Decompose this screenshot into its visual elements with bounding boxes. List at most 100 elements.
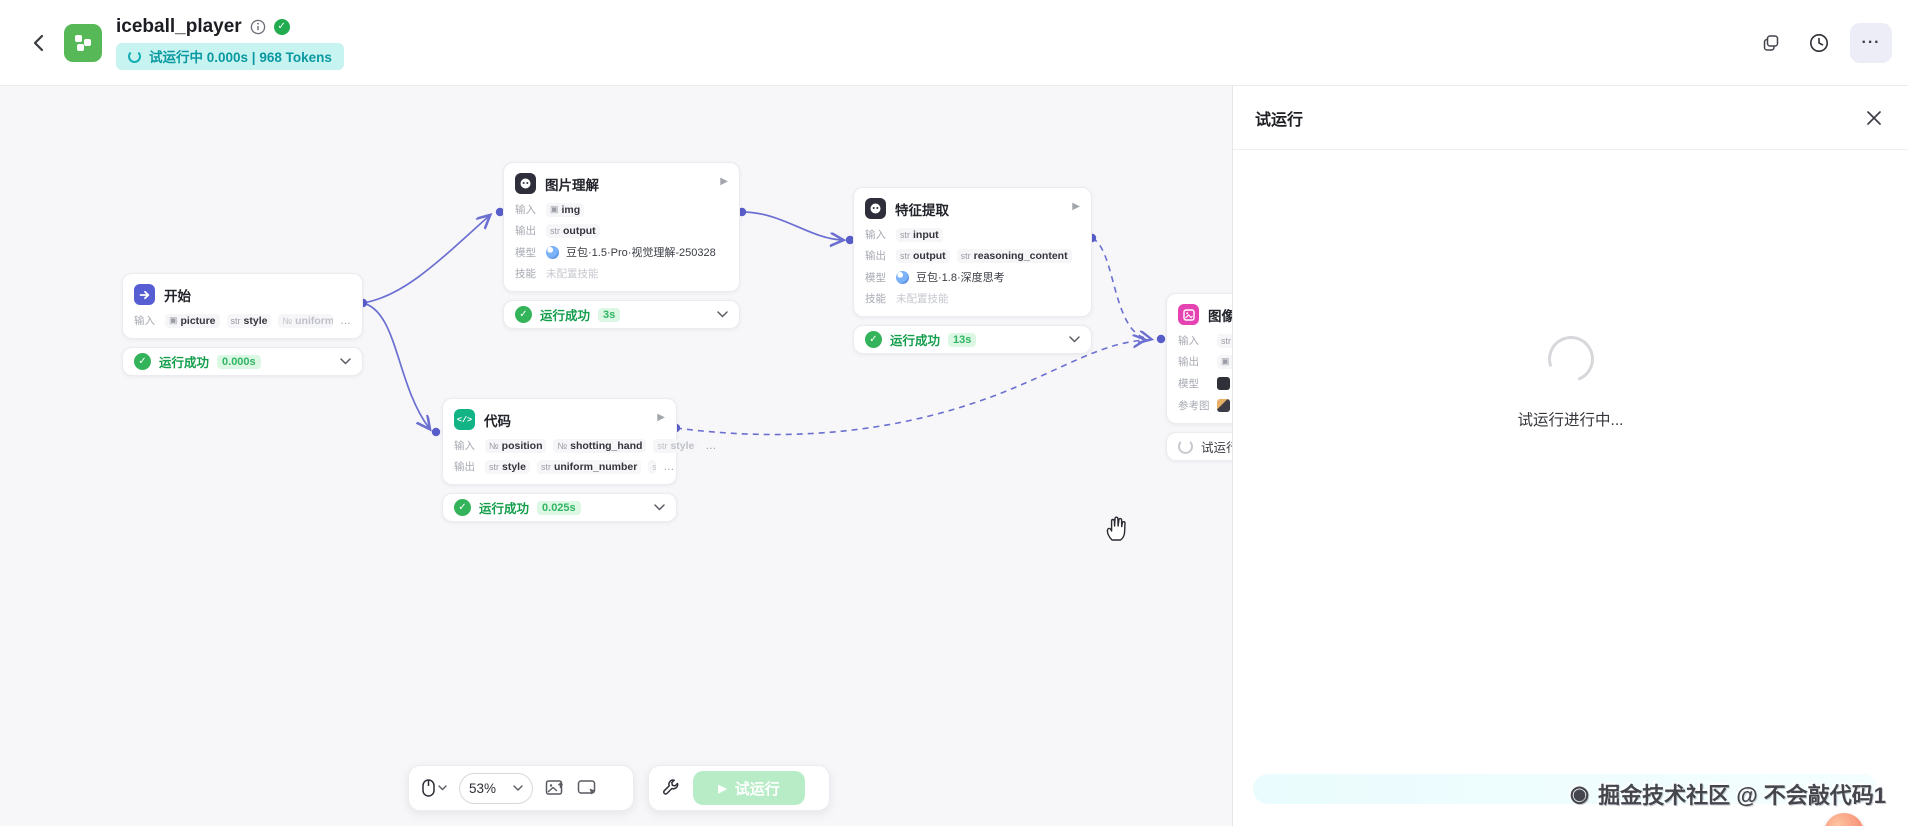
success-icon: ✓: [134, 353, 151, 370]
frame-select-button[interactable]: [577, 779, 598, 797]
duration-badge: 0.025s: [537, 500, 581, 515]
spinner-icon: [128, 49, 141, 63]
loading-text: 试运行进行中...: [1517, 412, 1624, 429]
llm-node-icon: [515, 173, 536, 194]
duration-badge: 0.000s: [217, 354, 261, 369]
duration-badge: 13s: [948, 332, 977, 347]
more-actions-button[interactable]: ···: [1850, 22, 1892, 63]
chevron-down-icon[interactable]: [717, 311, 728, 318]
published-check-icon: ✓: [273, 18, 290, 35]
run-status-badge: 试运行中 0.000s | 968 Tokens: [116, 42, 344, 70]
port: [1156, 334, 1166, 344]
export-image-button[interactable]: [545, 779, 565, 797]
node-title: 特征提取: [895, 202, 949, 218]
top-header: iceball_player ✓ 试运行中 0.000s | 968 Token…: [0, 0, 1908, 86]
node-title: 开始: [164, 288, 191, 304]
edge-start-vision: [362, 216, 489, 304]
test-run-panel: 试运行 试运行进行中...: [1232, 86, 1908, 826]
zoom-level-dropdown[interactable]: 53%: [459, 772, 533, 804]
info-icon[interactable]: [250, 19, 266, 35]
pointer-mode-dropdown[interactable]: [421, 778, 447, 798]
run-result-bar[interactable]: ✓ 运行成功 3s: [503, 300, 740, 329]
more-params-icon[interactable]: …: [663, 460, 675, 473]
number-type-icon: №: [557, 440, 568, 451]
model-name: 豆包·1.8·深度思考: [916, 272, 1005, 284]
duration-badge: 3s: [598, 307, 621, 322]
string-type-icon: str: [960, 250, 971, 261]
test-run-button[interactable]: ▶ 试运行: [693, 771, 805, 805]
more-params-icon[interactable]: …: [705, 439, 717, 452]
back-button[interactable]: [22, 26, 56, 60]
duplicate-button[interactable]: [1754, 26, 1788, 60]
general-model-icon: [1217, 376, 1230, 390]
run-node-button[interactable]: ▶: [720, 176, 728, 187]
edge-vision-extract: [741, 211, 842, 240]
more-params-icon[interactable]: …: [340, 314, 351, 327]
string-type-icon: str: [550, 225, 560, 236]
run-node-button[interactable]: ▶: [1072, 201, 1080, 212]
start-node-icon: [134, 284, 155, 305]
running-spinner-icon: [1178, 439, 1193, 454]
number-type-icon: №: [489, 440, 499, 451]
run-result-bar[interactable]: ✓ 运行成功 0.025s: [442, 493, 677, 522]
edge-code-imagegen: [675, 340, 1144, 436]
skill-placeholder: 未配置技能: [896, 293, 949, 305]
param-picture: ▣picture: [165, 313, 220, 328]
success-icon: ✓: [515, 306, 532, 323]
image-type-icon: ▣: [1221, 356, 1230, 366]
reference-image-icon: [1217, 398, 1230, 412]
string-type-icon: str: [900, 229, 910, 240]
play-icon: ▶: [718, 782, 727, 795]
debug-tools-button[interactable]: [661, 778, 681, 798]
string-type-icon: str: [489, 461, 499, 472]
close-panel-button[interactable]: [1866, 110, 1882, 126]
string-type-icon: str: [1221, 335, 1231, 346]
chevron-down-icon[interactable]: [340, 358, 351, 365]
port: [495, 207, 505, 217]
string-type-icon: str: [230, 315, 241, 326]
success-icon: ✓: [865, 331, 882, 348]
canvas-toolbar: 53%: [408, 765, 634, 811]
node-title: 代码: [484, 413, 511, 429]
chevron-down-icon[interactable]: [1069, 336, 1080, 343]
string-type-icon: str: [652, 461, 657, 472]
run-node-button[interactable]: ▶: [657, 412, 665, 423]
watermark-dot-icon: ◉: [1569, 781, 1590, 806]
floating-avatar-bubble[interactable]: [1824, 813, 1864, 826]
zoom-value: 53%: [469, 780, 497, 796]
run-result-bar[interactable]: ✓ 运行成功 0.000s: [122, 347, 363, 376]
history-button[interactable]: [1802, 26, 1836, 60]
string-type-icon: str: [540, 461, 551, 472]
image-type-icon: ▣: [169, 315, 178, 325]
success-icon: ✓: [454, 499, 471, 516]
port: [431, 427, 441, 437]
chevron-down-icon[interactable]: [654, 504, 665, 511]
loading-spinner-icon: [1539, 328, 1602, 390]
panel-bottom-strip: [1253, 774, 1878, 804]
code-node-icon: </>: [454, 409, 475, 430]
port: [845, 235, 855, 245]
model-name: 豆包·1.5·Pro·视觉理解-250328: [566, 247, 716, 259]
doubao-model-icon: [896, 270, 909, 284]
edge-extract-imagegen: [1091, 237, 1150, 339]
string-type-icon: str: [900, 250, 910, 261]
run-result-bar[interactable]: ✓ 运行成功 13s: [853, 325, 1092, 354]
edge-start-code: [362, 302, 429, 428]
watermark: ◉ 掘金技术社区 @ 不会敲代码1: [1569, 781, 1886, 808]
